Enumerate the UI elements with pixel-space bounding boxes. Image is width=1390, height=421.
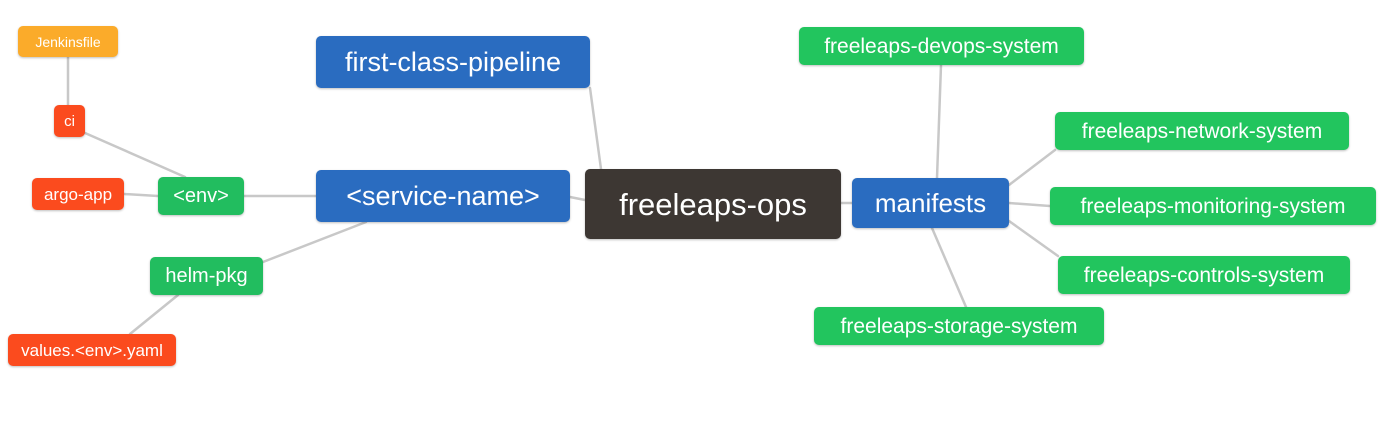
- mindmap-node-label: <env>: [173, 185, 229, 207]
- mindmap-node-freeleaps-network-system[interactable]: freeleaps-network-system: [1055, 112, 1349, 150]
- mindmap-node-freeleaps-devops-system[interactable]: freeleaps-devops-system: [799, 27, 1084, 65]
- mindmap-node-label: first-class-pipeline: [344, 46, 562, 77]
- mindmap-edge: [128, 293, 180, 336]
- mindmap-node-argo-app[interactable]: argo-app: [32, 178, 124, 210]
- mindmap-node-freeleaps-storage-system[interactable]: freeleaps-storage-system: [814, 307, 1104, 345]
- mindmap-node-values-env-yaml[interactable]: values.<env>.yaml: [8, 334, 176, 366]
- mindmap-edge: [122, 192, 160, 198]
- mindmap-edge: [261, 220, 368, 264]
- mindmap-node-helm-pkg[interactable]: helm-pkg: [150, 257, 263, 295]
- mindmap-edge: [1007, 148, 1057, 187]
- mindmap-edge: [930, 226, 968, 309]
- mindmap-node-service-name[interactable]: <service-name>: [316, 170, 570, 222]
- mindmap-edge: [568, 195, 587, 202]
- mindmap-node-label: freeleaps-controls-system: [1083, 263, 1325, 287]
- mindmap-node-label: freeleaps-storage-system: [840, 314, 1078, 338]
- mindmap-node-freeleaps-monitoring-system[interactable]: freeleaps-monitoring-system: [1050, 187, 1376, 225]
- mindmap-node-label: ci: [64, 112, 75, 130]
- mindmap-node-label: argo-app: [43, 184, 113, 204]
- mindmap-node-label: freeleaps-devops-system: [824, 34, 1059, 58]
- mindmap-node-label: freeleaps-network-system: [1081, 119, 1323, 143]
- mindmap-node-label: manifests: [874, 188, 987, 218]
- mindmap-node-label: values.<env>.yaml: [21, 340, 163, 360]
- mindmap-node-label: Jenkinsfile: [35, 33, 101, 50]
- mindmap-edge: [1007, 219, 1060, 258]
- mindmap-node-label: freeleaps-ops: [619, 186, 807, 222]
- mindmap-edge: [1007, 201, 1052, 208]
- mindmap-node-first-class-pipeline[interactable]: first-class-pipeline: [316, 36, 590, 88]
- mindmap-node-label: freeleaps-monitoring-system: [1080, 194, 1346, 218]
- mindmap-edge: [588, 86, 603, 171]
- mindmap-edge: [935, 63, 943, 180]
- mindmap-node-ci[interactable]: ci: [54, 105, 85, 137]
- mindmap-node-label: helm-pkg: [165, 265, 248, 287]
- mindmap-edge: [83, 131, 187, 179]
- mindmap-node-freeleaps-controls-system[interactable]: freeleaps-controls-system: [1058, 256, 1350, 294]
- mindmap-node-freeleaps-ops[interactable]: freeleaps-ops: [585, 169, 841, 239]
- mindmap-node-label: <service-name>: [346, 180, 540, 211]
- mindmap-node-env[interactable]: <env>: [158, 177, 244, 215]
- mindmap-node-jenkinsfile[interactable]: Jenkinsfile: [18, 26, 118, 57]
- mindmap-node-manifests[interactable]: manifests: [852, 178, 1009, 228]
